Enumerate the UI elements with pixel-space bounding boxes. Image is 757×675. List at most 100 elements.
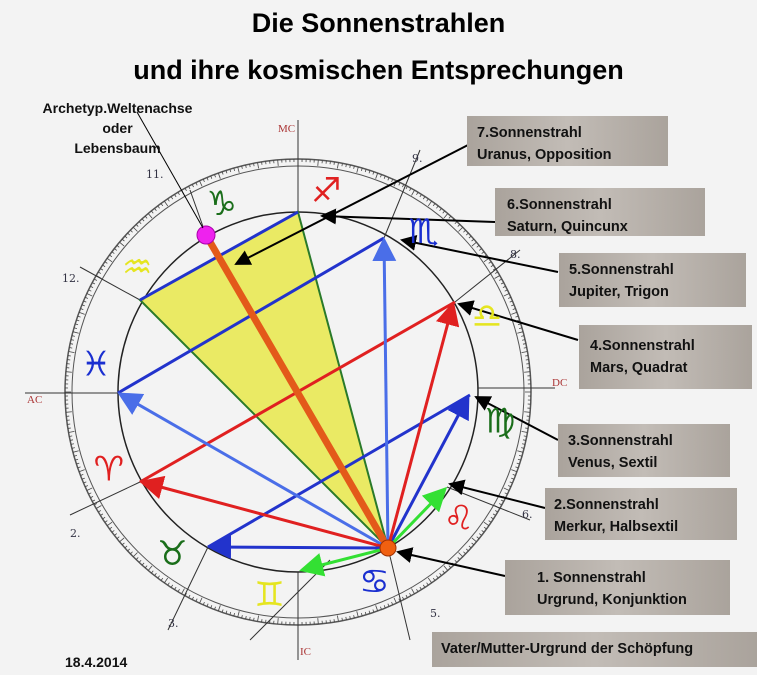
degree-tick [65,411,72,413]
origin-label-box: Vater/Mutter-Urgrund der Schöpfung [432,632,757,667]
degree-tick [443,213,449,219]
degree-tick [436,205,439,209]
house-12-label: 12. [62,272,80,285]
degree-tick [507,485,512,488]
ray-3-title: 3.Sonnenstrahl [568,433,673,449]
degree-tick [345,616,347,620]
virgo-icon: ♍ [485,401,515,441]
degree-tick [141,218,145,222]
degree-tick [426,198,429,202]
degree-tick [94,503,98,506]
degree-tick [245,616,247,620]
degree-tick [184,188,187,192]
degree-tick [138,221,142,225]
degree-tick [356,611,359,618]
degree-tick [507,296,512,299]
degree-tick [387,177,390,181]
degree-tick [96,505,102,509]
degree-tick [481,530,485,533]
mc-label: MC [278,123,295,135]
degree-tick [111,251,115,254]
degree-tick [71,447,75,449]
degree-tick [422,196,426,200]
degree-tick [160,577,164,581]
degree-tick [102,516,106,520]
degree-tick [419,586,422,590]
degree-tick [317,618,319,625]
dc-label: DC [552,377,567,389]
degree-tick [409,188,412,192]
degree-tick [454,221,458,225]
degree-tick [154,572,157,576]
degree-tick [478,248,482,251]
aspect-lines [117,210,471,577]
degree-tick [77,466,81,469]
degree-tick [119,537,125,543]
title-line-1: Die Sonnenstrahlen [251,8,506,38]
degree-tick [188,594,191,598]
archetype-label-line-1: Archetyp.Weltenachse [42,100,193,116]
degree-tick [195,182,198,186]
degree-tick [151,210,154,214]
degree-tick [127,548,131,552]
archetype-label: Archetyp.Weltenachse oder Lebensbaum [20,98,215,158]
degree-tick [214,606,216,610]
degree-tick [349,616,351,620]
degree-tick [509,300,513,303]
degree-tick [411,190,415,196]
degree-tick [92,282,96,285]
degree-tick [202,601,205,606]
degree-tick [68,351,75,353]
ray-6-subtitle: Saturn, Quincunx [507,219,628,235]
degree-tick [237,611,240,618]
degree-tick [167,198,170,202]
degree-tick [391,601,394,606]
degree-tick [361,167,363,172]
degree-tick [83,481,87,484]
degree-tick [241,615,243,619]
archetype-label-line-3: Lebensbaum [74,140,161,156]
degree-tick [253,617,255,621]
degree-tick [372,609,375,613]
house-3-label: 3. [168,617,179,630]
cancer-icon: ♋ [359,562,389,602]
ray-3-subtitle: Venus, Sextil [568,455,658,471]
degree-tick [498,278,502,281]
degree-tick [225,170,228,174]
degree-tick [217,605,221,612]
degree-tick [457,224,461,227]
degree-tick [402,596,405,600]
degree-tick [483,521,490,526]
degree-tick [512,474,516,476]
degree-tick [502,285,506,288]
degree-tick [157,575,160,579]
origin-label: Vater/Mutter-Urgrund der Schöpfung [441,641,694,657]
degree-tick [76,319,80,322]
degree-tick [257,615,259,622]
degree-tick [167,582,170,586]
taurus-icon: ♉ [157,534,187,574]
degree-tick [70,339,74,341]
degree-tick [90,285,94,288]
degree-tick [439,572,442,576]
degree-tick [181,588,185,594]
degree-tick [372,171,375,175]
degree-tick [517,450,524,453]
degree-tick [345,164,347,168]
aquarius-icon: ♒ [122,247,152,287]
degree-tick [69,347,73,349]
degree-tick [109,526,113,530]
degree-tick [383,605,386,609]
degree-tick [490,264,494,268]
ray-7-subtitle: Uranus, Opposition [477,147,612,163]
degree-tick [494,510,498,513]
degree-tick [393,597,397,604]
degree-tick [380,606,382,610]
house-11-label: 11. [146,168,164,181]
degree-tick [214,174,216,178]
house-5-label: 5. [430,607,441,620]
degree-tick [341,163,343,167]
degree-tick [471,238,475,242]
degree-tick [98,510,102,513]
